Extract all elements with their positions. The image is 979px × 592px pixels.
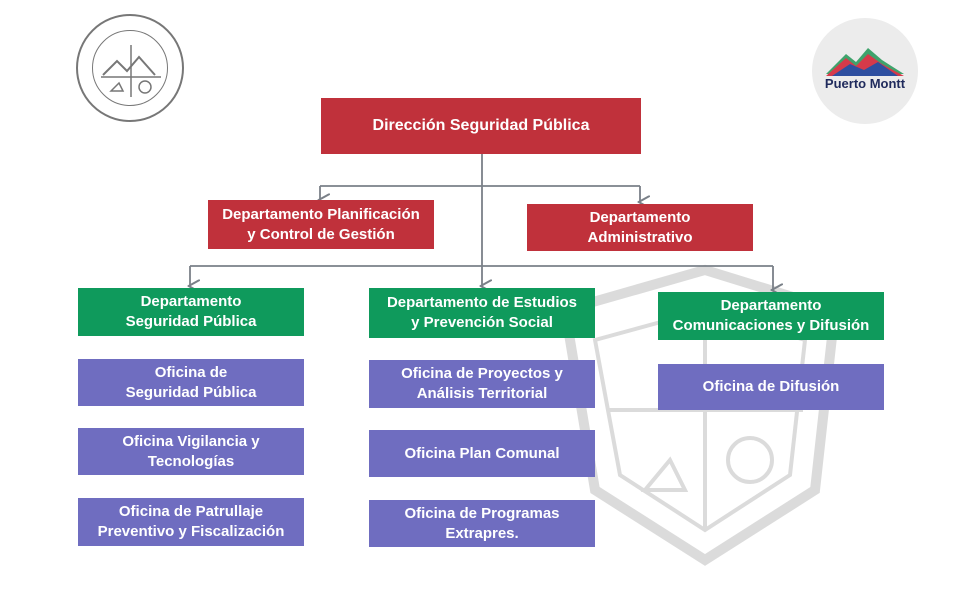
seal-emblem-icon	[101, 45, 161, 97]
seal-inner-ring	[92, 30, 168, 106]
logo-text: Puerto Montt	[824, 76, 906, 91]
node-depto-planificacion: Departamento Planificación y Control de …	[208, 200, 434, 249]
node-oficina-patrullaje: Oficina de Patrullaje Preventivo y Fisca…	[78, 498, 304, 546]
node-depto-administrativo: Departamento Administrativo	[527, 204, 753, 251]
node-oficina-difusion: Oficina de Difusión	[658, 364, 884, 410]
mountain-logo-icon	[826, 48, 904, 76]
node-oficina-seguridad-publica: Oficina de Seguridad Pública	[78, 359, 304, 406]
node-depto-estudios-prevencion: Departamento de Estudios y Prevención So…	[369, 288, 595, 338]
node-oficina-vigilancia: Oficina Vigilancia y Tecnologías	[78, 428, 304, 475]
node-depto-comunicaciones: Departamento Comunicaciones y Difusión	[658, 292, 884, 340]
node-oficina-proyectos: Oficina de Proyectos y Análisis Territor…	[369, 360, 595, 408]
puerto-montt-logo: Puerto Montt	[812, 18, 918, 124]
node-oficina-programas: Oficina de Programas Extrapres.	[369, 500, 595, 547]
node-oficina-plan-comunal: Oficina Plan Comunal	[369, 430, 595, 477]
node-depto-seguridad-publica: Departamento Seguridad Pública	[78, 288, 304, 336]
municipal-seal-logo	[76, 14, 184, 122]
node-direccion-seguridad-publica: Dirección Seguridad Pública	[321, 98, 641, 154]
